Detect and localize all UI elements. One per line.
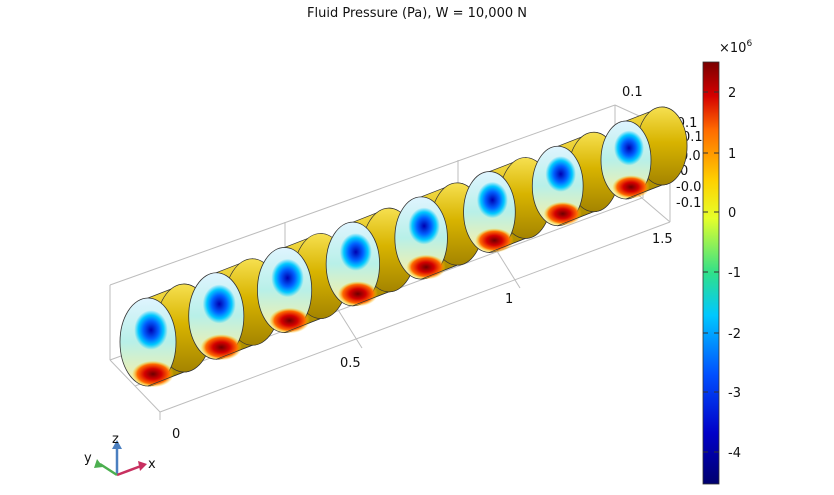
high-pressure-zone xyxy=(612,175,650,199)
high-pressure-zone xyxy=(475,228,514,253)
bearing-edge xyxy=(557,211,594,227)
low-pressure-zone xyxy=(339,233,372,271)
bearing-edge xyxy=(489,238,526,253)
high-pressure-zone xyxy=(406,254,446,280)
triad-y-axis xyxy=(99,462,118,477)
low-pressure-zone xyxy=(271,258,304,298)
x-tick-0: 0 xyxy=(172,427,180,442)
high-pressure-zone xyxy=(269,307,310,334)
z-tick-f: -0.1 xyxy=(676,196,701,211)
bearing-7 xyxy=(531,131,620,227)
triad-z-label: z xyxy=(112,432,119,447)
triad-x-arrow xyxy=(138,461,147,471)
high-pressure-zone xyxy=(543,201,582,226)
colorbar-tick-label: 0 xyxy=(728,206,736,221)
triad-z-arrow xyxy=(112,440,122,449)
bearing-6 xyxy=(463,157,552,253)
colorbar-tick-label: -3 xyxy=(728,386,741,401)
x-tick-1: 1 xyxy=(505,292,513,307)
colorbar-tick-label: -2 xyxy=(728,327,741,342)
triad-x-axis xyxy=(116,464,142,477)
bearing-edge xyxy=(284,318,321,333)
axis-ticks: 0 0.5 1 1.5 0.1 -0.1 0.1 0.0 0 -0.0 -0.1 xyxy=(172,85,703,442)
colorbar-tick-label: 1 xyxy=(728,147,736,162)
colorbar-gradient xyxy=(702,61,720,485)
triad-x-label: x xyxy=(148,457,156,472)
bearing-edge xyxy=(421,264,458,280)
colorbar-multiplier: ×106 xyxy=(719,39,752,56)
colorbar: ×106 2 1 0 -1 -2 -3 -4 xyxy=(702,39,752,485)
colorbar-tick-label: -1 xyxy=(728,266,741,281)
low-pressure-zone xyxy=(545,156,576,192)
low-pressure-zone xyxy=(476,181,508,219)
triad-y-label: y xyxy=(84,451,92,466)
axis-triad: z x y xyxy=(84,432,156,477)
y-tick-01: 0.1 xyxy=(622,85,643,100)
high-pressure-zone xyxy=(200,334,242,361)
plot-title: Fluid Pressure (Pa), W = 10,000 N xyxy=(307,6,527,21)
colorbar-tick-label: -4 xyxy=(728,446,741,461)
low-pressure-zone xyxy=(614,130,644,166)
x-tick-15: 1.5 xyxy=(652,232,673,247)
bearing-3 xyxy=(257,233,349,334)
colorbar-ticks: 2 1 0 -1 -2 -3 -4 xyxy=(703,86,741,461)
low-pressure-zone xyxy=(134,310,168,350)
bearing-8 xyxy=(600,106,688,200)
low-pressure-zone xyxy=(408,207,440,245)
high-pressure-zone xyxy=(337,281,378,307)
colorbar-tick-label: 2 xyxy=(728,86,736,101)
high-pressure-zone xyxy=(132,360,174,388)
z-tick-e: -0.0 xyxy=(676,180,701,195)
bearing-edge xyxy=(352,291,389,307)
low-pressure-zone xyxy=(202,284,236,324)
x-tick-05: 0.5 xyxy=(340,356,361,371)
bearing-edge xyxy=(147,371,185,387)
triad-y-arrow xyxy=(94,459,103,468)
bearing-edge xyxy=(216,344,253,360)
bearings-group xyxy=(119,106,688,388)
z-tick-d: 0 xyxy=(680,164,688,179)
bearing-edge xyxy=(625,184,663,200)
